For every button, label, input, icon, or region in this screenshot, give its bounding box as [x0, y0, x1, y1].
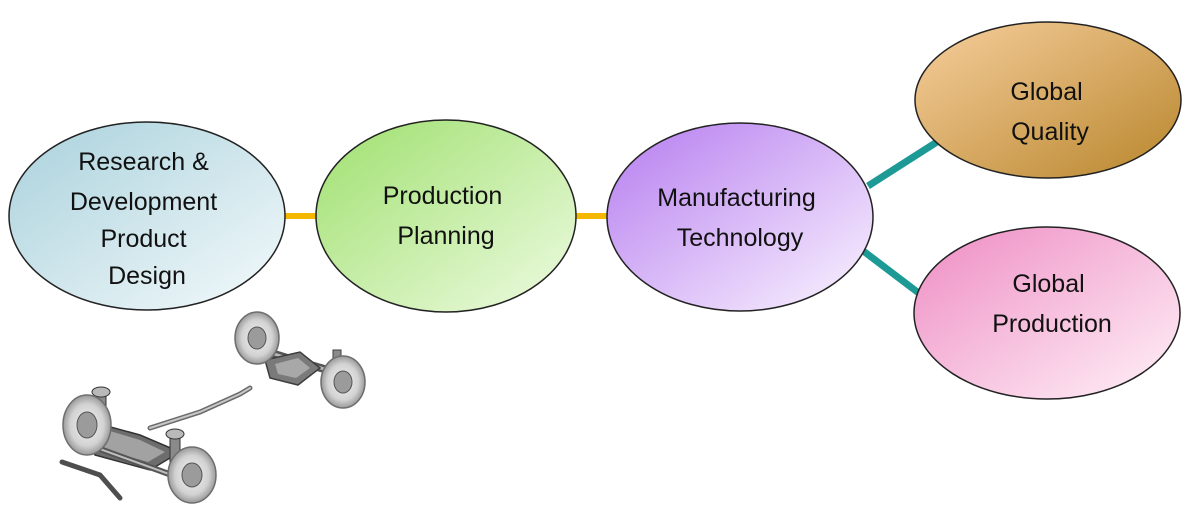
- node-production-label: Global Production: [992, 270, 1112, 338]
- node-quality-ellipse: [914, 21, 1182, 179]
- node-manufacturing-line-1: Manufacturing: [657, 184, 815, 212]
- node-manufacturing-label: Manufacturing Technology: [657, 184, 822, 252]
- node-research-development: Research & Development Product Design: [8, 121, 286, 311]
- node-global-production: Global Production: [913, 226, 1181, 400]
- node-research-line-1: Research &: [78, 148, 209, 176]
- node-research-label: Research & Development Product Design: [70, 148, 224, 290]
- node-research-line-2: Development: [70, 188, 217, 216]
- node-research-line-4: Design: [108, 262, 186, 290]
- connectors: [282, 137, 942, 297]
- node-quality-label: Global Quality: [1010, 78, 1089, 146]
- node-manufacturing-technology: Manufacturing Technology: [606, 122, 874, 312]
- node-planning-line-2: Planning: [397, 222, 494, 250]
- node-planning-line-1: Production: [383, 182, 503, 210]
- node-global-quality: Global Quality: [914, 21, 1182, 179]
- vehicle-chassis-icon: [59, 311, 366, 504]
- node-research-ellipse: [8, 121, 286, 311]
- node-quality-line-1: Global: [1010, 78, 1082, 106]
- node-research-line-3: Product: [100, 225, 186, 253]
- connector-manufacturing-quality: [866, 137, 942, 189]
- node-manufacturing-line-2: Technology: [677, 224, 804, 252]
- node-manufacturing-ellipse: [606, 122, 874, 312]
- node-production-line-1: Global: [1012, 270, 1084, 298]
- connector-manufacturing-production: [859, 247, 923, 297]
- node-planning-ellipse: [315, 119, 577, 313]
- node-production-planning: Production Planning: [315, 119, 577, 313]
- node-production-ellipse: [913, 226, 1181, 400]
- node-production-line-2: Production: [992, 310, 1112, 338]
- node-planning-label: Production Planning: [383, 182, 509, 250]
- node-quality-line-2: Quality: [1011, 118, 1089, 146]
